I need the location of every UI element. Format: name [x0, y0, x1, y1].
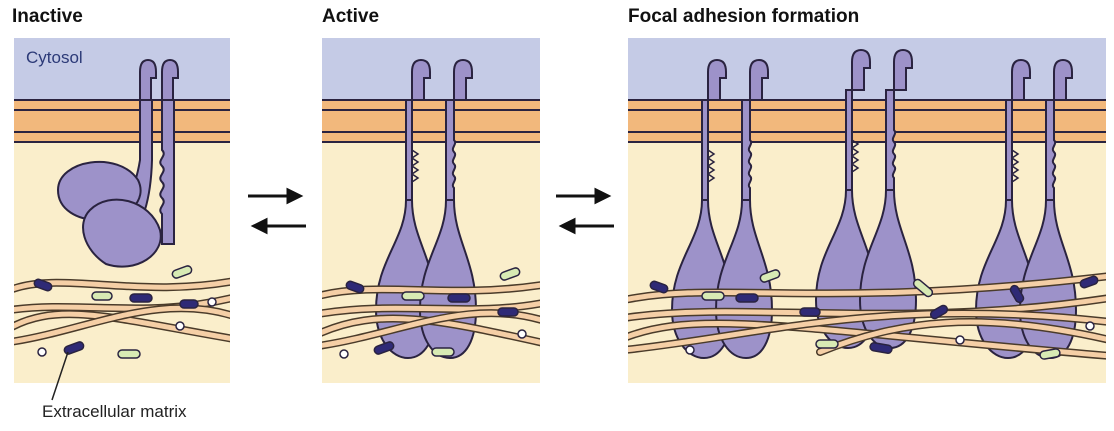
left-arrow-icon: [254, 220, 266, 232]
panel-inactive: [10, 38, 240, 383]
right-arrow-icon: [288, 190, 300, 202]
cell-membrane: [14, 100, 230, 142]
equilibrium-arrows-1: [248, 190, 306, 232]
cytosol-label: Cytosol: [26, 48, 83, 68]
panel-active: [318, 38, 548, 383]
panel-focal-adhesion: [624, 38, 1110, 383]
equilibrium-arrows-2: [556, 190, 614, 232]
left-arrow-icon: [562, 220, 574, 232]
right-arrow-icon: [596, 190, 608, 202]
ecm-label: Extracellular matrix: [42, 402, 187, 422]
